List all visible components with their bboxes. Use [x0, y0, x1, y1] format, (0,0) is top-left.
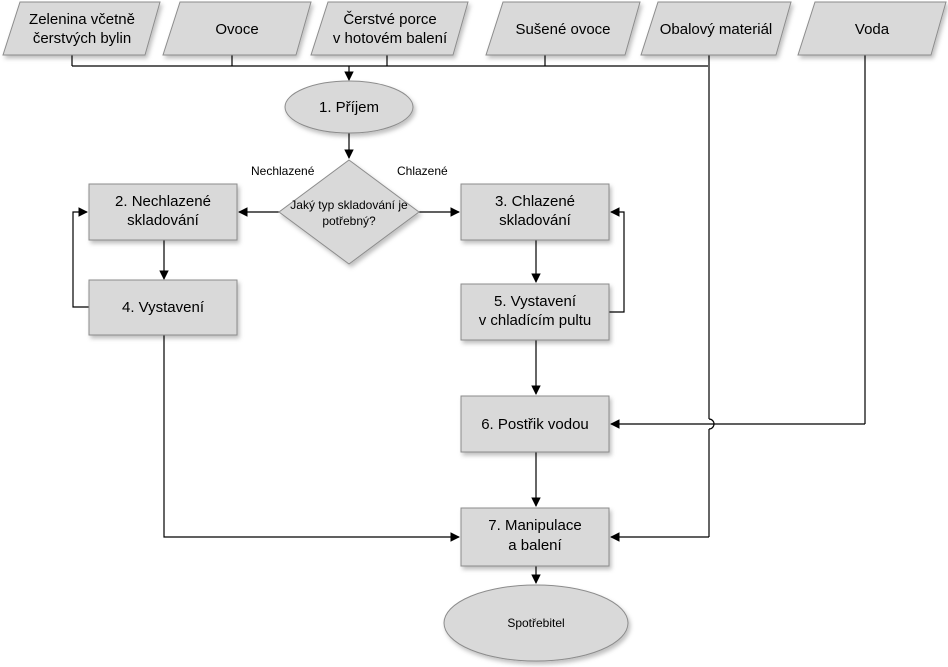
input-shape-dried-fruit — [485, 1, 641, 56]
input-label-line2: v hotovém balení — [333, 30, 448, 47]
input-shape-fruit — [162, 1, 312, 56]
branch-labels: Nechlazené Chlazené — [251, 164, 448, 178]
loop-display-to-unchilled — [72, 207, 89, 308]
decision-label-line2: potřebný? — [322, 214, 376, 228]
input-label-line1: Voda — [855, 21, 890, 38]
consumer-label: Spotřebitel — [507, 616, 564, 630]
display-label: 4. Vystavení — [122, 299, 205, 316]
water-spray-label: 6. Postřik vodou — [481, 416, 589, 433]
input-label-line1: Ovoce — [215, 21, 258, 38]
branch-label-unchilled: Nechlazené — [251, 164, 315, 178]
input-shape-fresh-portions — [310, 1, 469, 56]
chilled-display-label-line2: v chladícím pultu — [479, 312, 592, 329]
arrow-display-to-handling — [163, 335, 460, 542]
input-shape-water — [797, 1, 947, 56]
receipt-label: 1. Příjem — [319, 99, 379, 116]
handling-label-line2: a balení — [508, 537, 562, 554]
input-label-line1: Sušené ovoce — [515, 21, 610, 38]
chilled-storage-label-line2: skladování — [499, 212, 572, 229]
connectors — [71, 55, 866, 584]
chilled-storage-label-line1: 3. Chlazené — [495, 193, 575, 210]
input-label-line2: čerstvých bylin — [33, 30, 131, 47]
input-shape-packaging — [640, 1, 792, 56]
input-label-line1: Obalový materiál — [660, 21, 773, 38]
water-spray-box — [460, 395, 610, 453]
process-shapes — [88, 80, 629, 662]
input-shape-vegetables — [2, 1, 161, 56]
decision-label-line1: Jaký typ skladování je — [290, 198, 408, 212]
chilled-display-label-line1: 5. Vystavení — [494, 293, 577, 310]
chilled-storage-box — [460, 183, 610, 241]
consumer-ellipse — [443, 584, 629, 662]
handling-box — [460, 507, 610, 567]
input-labels: Zelenina včetně čerstvých bylin Ovoce Če… — [29, 11, 890, 47]
unchilled-storage-box — [88, 183, 238, 241]
decision-diamond — [278, 159, 420, 265]
receipt-ellipse — [284, 80, 414, 134]
branch-label-chilled: Chlazené — [397, 164, 448, 178]
loop-chilled-display-to-chilled — [609, 207, 625, 313]
input-row — [2, 1, 947, 56]
handling-label-line1: 7. Manipulace — [488, 517, 581, 534]
unchilled-storage-label-line2: skladování — [127, 212, 200, 229]
display-box — [88, 279, 238, 336]
unchilled-storage-label-line1: 2. Nechlazené — [115, 193, 211, 210]
chilled-display-box — [460, 283, 610, 341]
process-labels: 1. Příjem Jaký typ skladování je potřebn… — [115, 99, 591, 630]
input-label-line1: Zelenina včetně — [29, 11, 135, 28]
input-label-line1: Čerstvé porce — [343, 11, 436, 28]
